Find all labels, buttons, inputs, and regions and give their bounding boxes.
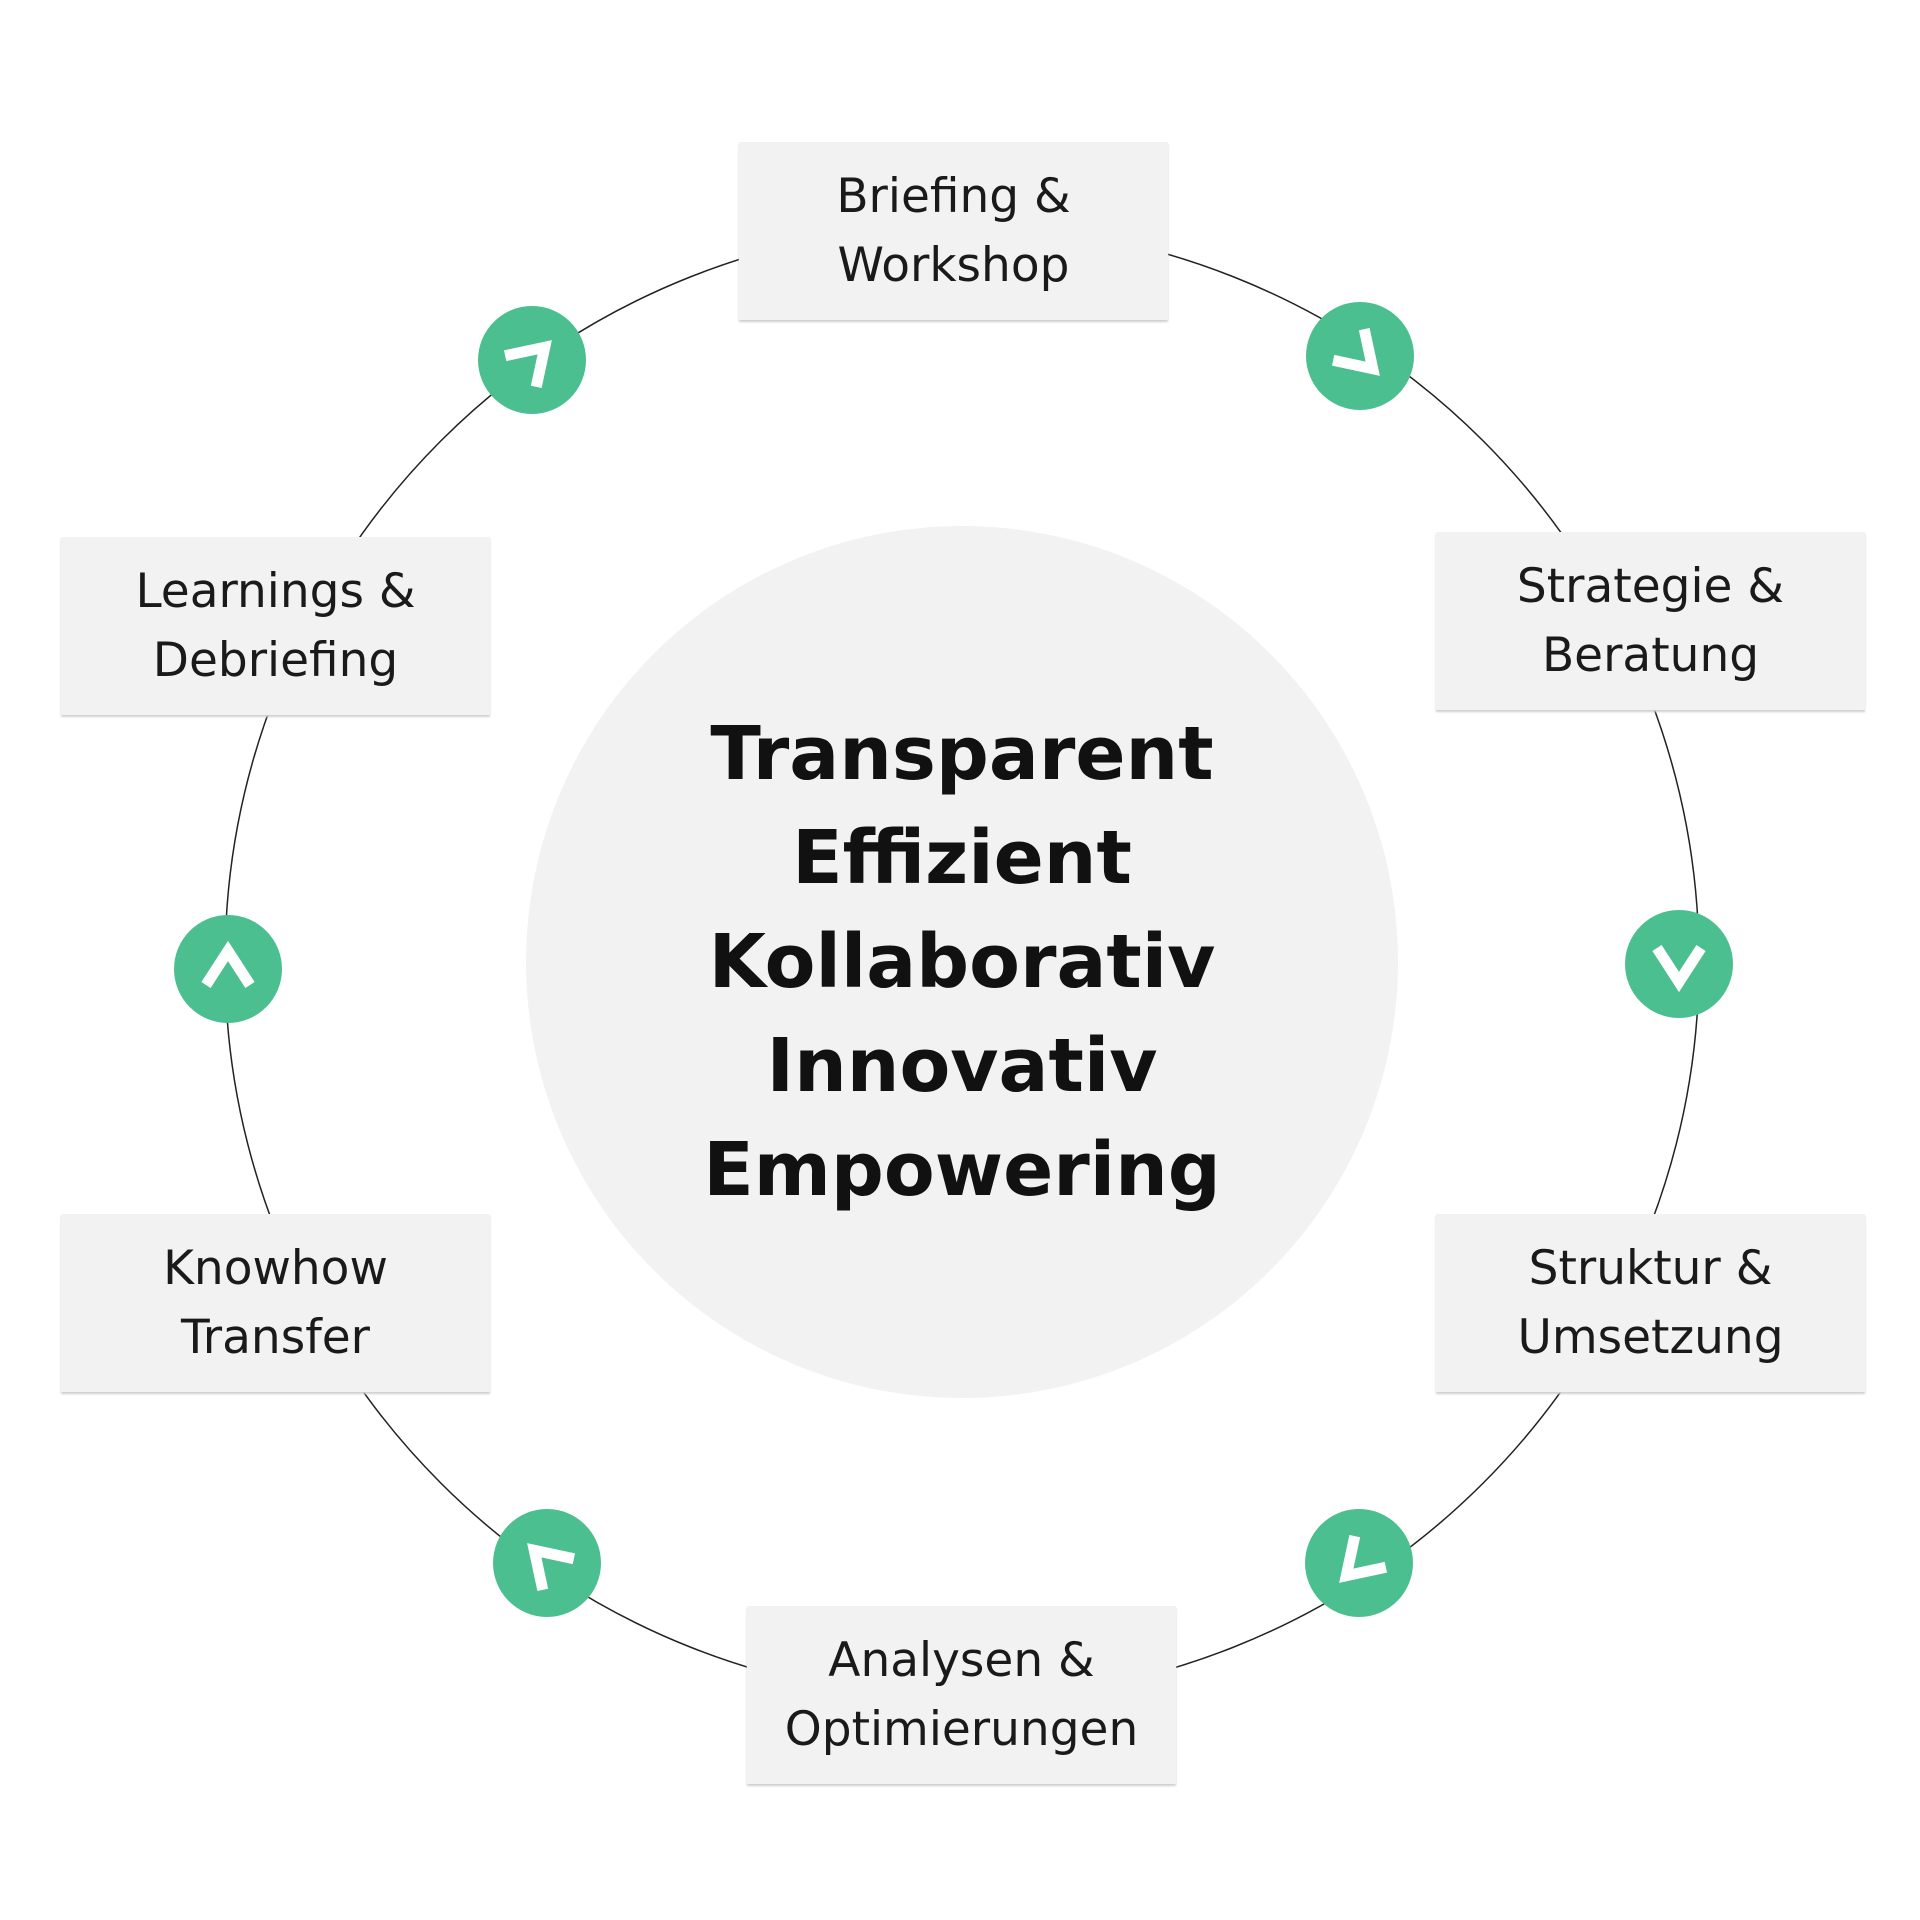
- value-effizient: Effizient: [792, 815, 1132, 901]
- step-label: Beratung: [1541, 628, 1760, 683]
- step-struktur-umsetzung: Struktur & Umsetzung: [1436, 1214, 1865, 1392]
- step-label: Briefing &: [836, 169, 1071, 224]
- step-learnings-debriefing: Learnings & Debriefing: [61, 537, 490, 715]
- value-transparent: Transparent: [710, 711, 1214, 797]
- step-analysen-optimierungen: Analysen & Optimierungen: [747, 1606, 1176, 1784]
- step-briefing-workshop: Briefing & Workshop: [739, 142, 1168, 320]
- chevron-icon: [1625, 910, 1733, 1018]
- step-label: Strategie &: [1516, 559, 1785, 614]
- chevron-icon: [1306, 302, 1414, 410]
- step-label: Learnings &: [135, 564, 416, 619]
- value-empowering: Empowering: [703, 1127, 1221, 1213]
- step-strategie-beratung: Strategie & Beratung: [1436, 532, 1865, 710]
- chevron-icon: [174, 915, 282, 1023]
- step-knowhow-transfer: Knowhow Transfer: [61, 1214, 490, 1392]
- step-label: Knowhow: [163, 1241, 388, 1296]
- value-innovativ: Innovativ: [766, 1023, 1158, 1109]
- value-kollaborativ: Kollaborativ: [708, 919, 1216, 1005]
- step-label: Transfer: [181, 1310, 370, 1365]
- chevron-icon: [478, 306, 586, 414]
- chevron-icon: [1305, 1509, 1413, 1617]
- step-label: Analysen &: [828, 1633, 1095, 1688]
- step-label: Struktur &: [1528, 1241, 1773, 1296]
- step-label: Workshop: [837, 238, 1070, 293]
- step-label: Umsetzung: [1517, 1310, 1784, 1365]
- step-label: Optimierungen: [784, 1702, 1139, 1757]
- chevron-icon: [493, 1509, 601, 1617]
- step-label: Debriefing: [152, 633, 399, 688]
- core-values-circle: Transparent Effizient Kollaborativ Innov…: [526, 526, 1398, 1398]
